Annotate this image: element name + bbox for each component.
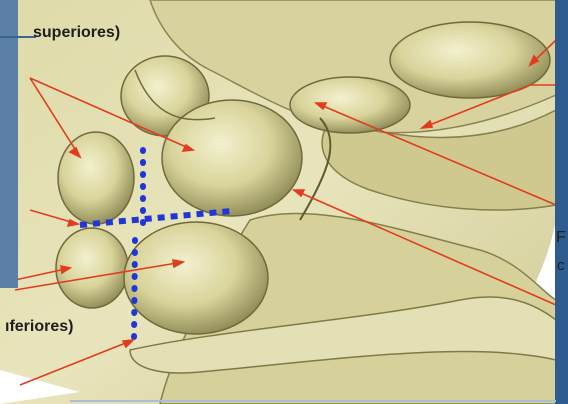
dotted-boundary-vertical-lower bbox=[134, 240, 135, 338]
slide-top-rule bbox=[0, 36, 36, 38]
label-superiores: superiores) bbox=[33, 24, 120, 42]
slide-bottom-rule bbox=[70, 400, 556, 402]
label-right-fragment-1: F bbox=[556, 229, 566, 247]
slide-left-panel bbox=[0, 0, 18, 288]
slide-right-panel bbox=[555, 0, 568, 404]
label-right-fragment-2: c bbox=[557, 257, 565, 274]
lower-center-lobe bbox=[124, 222, 268, 334]
label-inferiores: ıferiores) bbox=[5, 318, 73, 336]
upper-right-lobe bbox=[162, 100, 302, 216]
upper-fold-lobe bbox=[290, 77, 410, 133]
upper-left-lobe bbox=[58, 132, 134, 224]
